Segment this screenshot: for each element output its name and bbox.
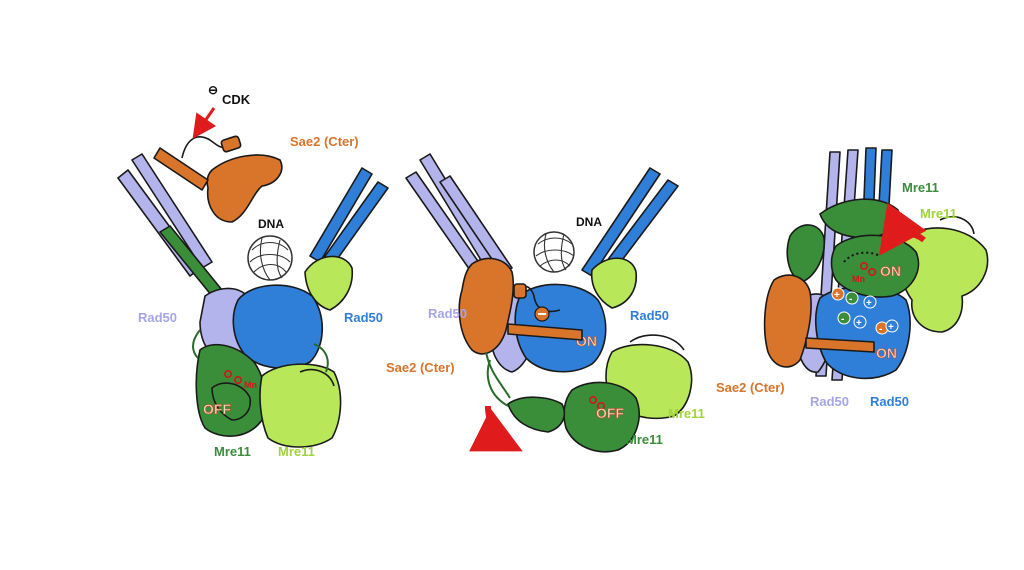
rad50-right-label: Rad50 <box>870 394 909 409</box>
svg-text:-: - <box>849 294 852 305</box>
dna-label: DNA <box>576 215 602 229</box>
sae2-cter <box>763 274 875 368</box>
rad50-head-dark <box>232 284 323 370</box>
mn-ion <box>588 395 597 404</box>
svg-text:+: + <box>888 322 894 333</box>
phospho-icon: ⊖ <box>208 83 218 97</box>
dna-label: DNA <box>258 217 284 231</box>
rad50-left-label: Rad50 <box>138 310 177 325</box>
mn-ion <box>224 369 233 378</box>
panel-2-sae2-bound: OFF ON DNA Rad50 Rad50 Sae2 (Cter) Mre11… <box>386 153 705 453</box>
dna-icon <box>533 231 575 273</box>
mn-ion <box>596 401 605 410</box>
mn-label: Mn <box>852 274 865 284</box>
state-on-bottom-label: ON <box>876 345 897 361</box>
state-off-label: OFF <box>596 405 624 421</box>
panel-3-active: Mn ON + - + - + - + ON Mre11 Mr <box>716 147 989 409</box>
mre11-light-label: Mre11 <box>920 206 957 221</box>
charge-interface: + - + - + - + <box>831 287 899 335</box>
mre11-dark <box>830 234 920 298</box>
mre11-dark-label: Mre11 <box>626 432 663 447</box>
sae2-label: Sae2 (Cter) <box>386 360 455 375</box>
svg-text:+: + <box>866 298 872 309</box>
state-off-label: OFF <box>203 401 231 417</box>
rotation-arrow <box>469 405 523 452</box>
mre11-dark-label: Mre11 <box>902 180 939 195</box>
rad50-right-label: Rad50 <box>344 310 383 325</box>
cdk-arrow <box>192 107 217 139</box>
state-on-top-label: ON <box>880 263 901 279</box>
mre11-light-label: Mre11 <box>668 406 705 421</box>
mre11-light <box>259 363 342 448</box>
svg-text:-: - <box>879 324 882 335</box>
rad50-right-label: Rad50 <box>630 308 669 323</box>
rad50-left-label: Rad50 <box>810 394 849 409</box>
panel-1-inactive: Mn OFF DNA Sae2 (Cter) ⊖ CDK Rad50 Rad50… <box>117 83 389 459</box>
mn-ion <box>867 267 876 276</box>
svg-text:+: + <box>856 318 862 329</box>
mre11-light-label: Mre11 <box>278 444 315 459</box>
rad50-head-dark <box>814 286 911 380</box>
mn-ion <box>234 375 243 384</box>
sae2-label: Sae2 (Cter) <box>716 380 785 395</box>
rotation-arrow <box>879 202 927 256</box>
mre11-light-arm <box>590 257 637 309</box>
sae2-cter <box>153 135 283 223</box>
mre11-dark-label: Mre11 <box>214 444 251 459</box>
svg-text:-: - <box>841 314 844 325</box>
sae2-label: Sae2 (Cter) <box>290 134 359 149</box>
dna-strand <box>843 251 881 263</box>
mn-ion <box>859 261 868 270</box>
cdk-label: CDK <box>222 92 251 107</box>
rad50-coiled-coil-right <box>309 167 389 273</box>
rad50-left-label: Rad50 <box>428 306 467 321</box>
sae2-cter <box>458 257 583 399</box>
mn-label: Mn <box>244 380 257 390</box>
dna-icon <box>247 235 293 281</box>
rad50-coiled-coil-left <box>117 153 223 297</box>
svg-text:+: + <box>834 290 840 301</box>
